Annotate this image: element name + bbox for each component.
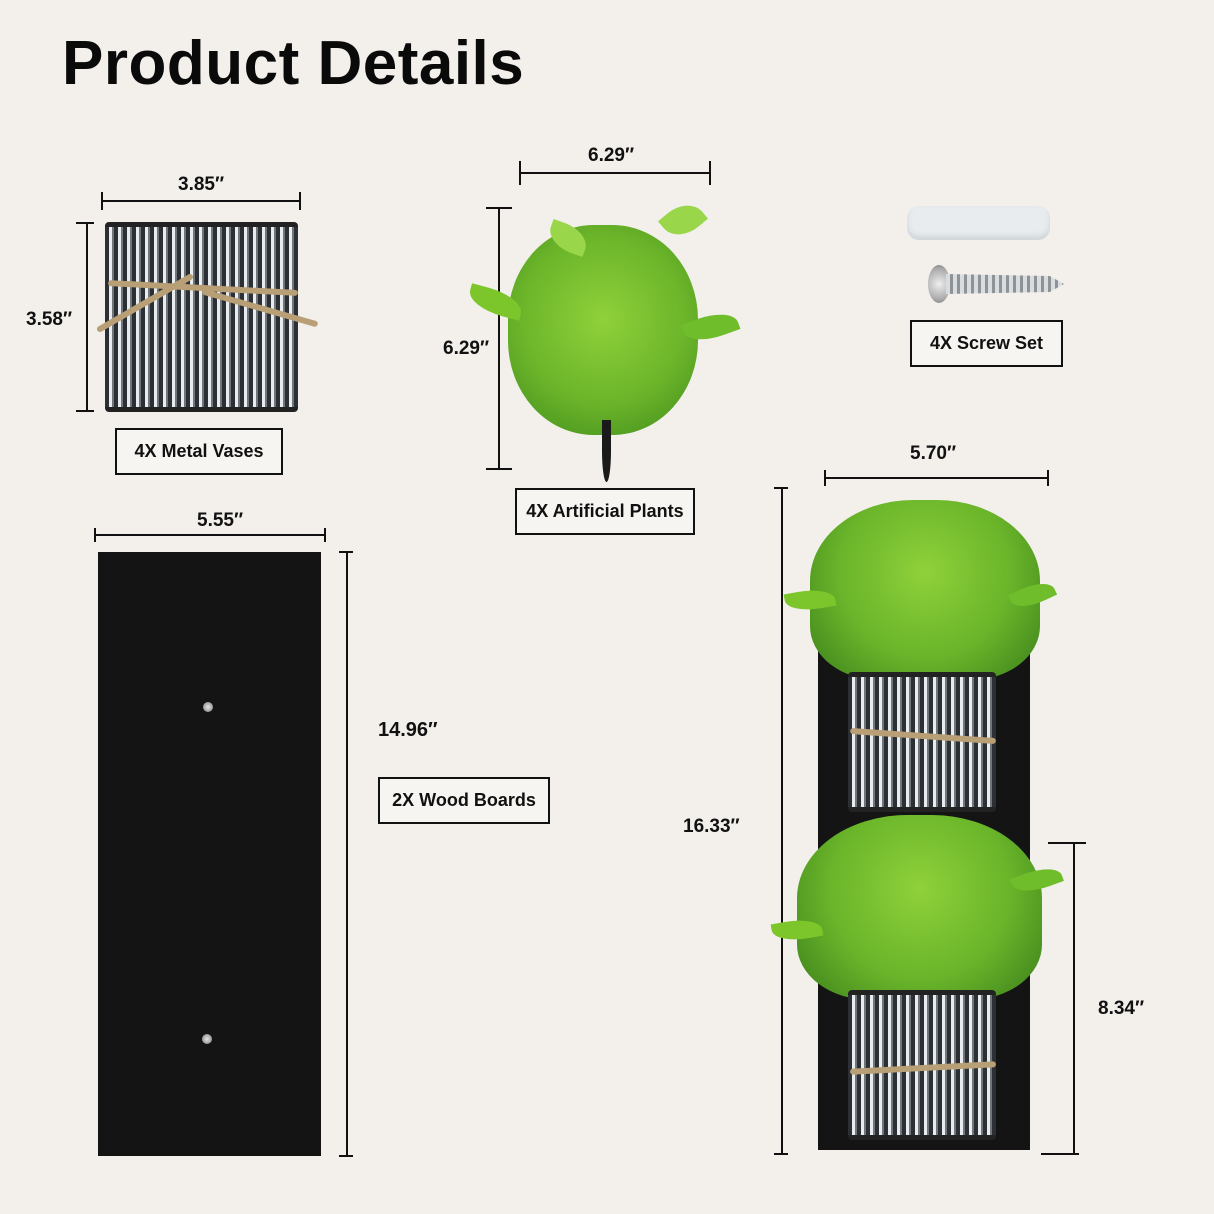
section-height-tick-bottom — [1041, 1153, 1079, 1155]
plant-width-label: 6.29″ — [588, 145, 635, 166]
vase-width-line — [101, 200, 301, 202]
metal-vase-image — [105, 222, 298, 412]
board-width-line — [95, 534, 326, 536]
assembled-height-tick-top — [774, 487, 788, 489]
assembled-width-line — [825, 477, 1049, 479]
board-height-line — [346, 552, 348, 1156]
board-label-box: 2X Wood Boards — [378, 777, 550, 824]
plant-width-tick-left — [519, 161, 521, 185]
assembled-width-label: 5.70″ — [910, 443, 957, 464]
plant-width-tick-right — [709, 161, 711, 185]
vase-width-label: 3.85″ — [178, 174, 225, 195]
board-width-label: 5.55″ — [197, 510, 244, 531]
wood-board-image — [98, 552, 321, 1156]
board-height-tick-bottom — [339, 1155, 353, 1157]
assembled-plant-bottom — [770, 810, 1064, 1000]
vase-height-label: 3.58″ — [26, 309, 73, 330]
plant-label-box: 4X Artificial Plants — [515, 488, 695, 535]
section-height-tick-top — [1048, 842, 1086, 844]
vase-label-box: 4X Metal Vases — [115, 428, 283, 475]
board-screw-top — [203, 702, 213, 712]
board-screw-bottom — [202, 1034, 212, 1044]
board-width-tick-right — [324, 528, 326, 542]
wall-anchor-image — [907, 206, 1050, 240]
plant-height-tick-top — [486, 207, 512, 209]
vase-height-line — [86, 222, 88, 412]
plant-height-label: 6.29″ — [443, 338, 490, 359]
vase-height-tick-bottom — [76, 410, 94, 412]
assembled-width-tick-left — [824, 470, 826, 486]
assembled-width-tick-right — [1047, 470, 1049, 486]
plant-width-line — [520, 172, 711, 174]
section-height-line — [1073, 843, 1075, 1155]
board-width-tick-left — [94, 528, 96, 542]
assembled-plant-top — [783, 490, 1058, 680]
vase-height-tick-top — [76, 222, 94, 224]
section-height-label: 8.34″ — [1098, 998, 1145, 1019]
artificial-plant-image — [465, 195, 741, 485]
assembled-height-label: 16.33″ — [683, 816, 740, 837]
page-title: Product Details — [62, 29, 525, 98]
vase-width-tick-left — [101, 192, 103, 210]
plant-height-tick-bottom — [486, 468, 512, 470]
plant-height-line — [498, 208, 500, 469]
assembled-height-tick-bottom — [774, 1153, 788, 1155]
vase-width-tick-right — [299, 192, 301, 210]
screw-label-box: 4X Screw Set — [910, 320, 1063, 367]
board-height-label: 14.96″ — [378, 719, 438, 741]
screw-image — [928, 263, 1073, 305]
assembled-height-line — [781, 487, 783, 1154]
board-height-tick-top — [339, 551, 353, 553]
